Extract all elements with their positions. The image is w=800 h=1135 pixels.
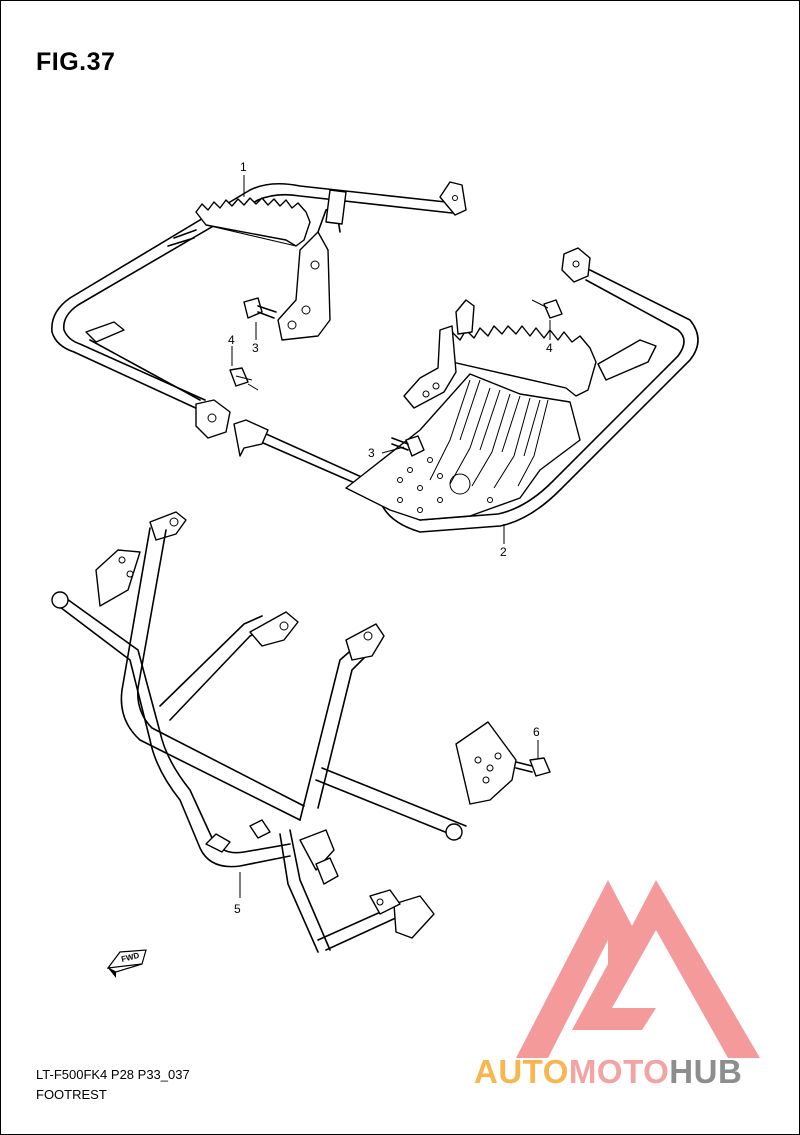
- callout-6: 6: [533, 725, 540, 739]
- callout-2: 2: [500, 545, 507, 559]
- callout-4-left: 4: [228, 333, 235, 347]
- callout-3-upper: 3: [252, 341, 259, 355]
- callout-5: 5: [234, 902, 241, 916]
- fwd-arrow-icon: FWD: [106, 949, 147, 978]
- watermark-part-moto: MOTO: [568, 1053, 670, 1090]
- bolt-3-upper: [243, 297, 277, 340]
- callout-1: 1: [240, 160, 247, 174]
- figure-title: FIG.37: [36, 48, 116, 76]
- automotohub-watermark: AUTOMOTOHUB: [474, 1053, 742, 1091]
- watermark-part-hub: HUB: [669, 1053, 743, 1090]
- callout-4-right: 4: [546, 341, 553, 355]
- fwd-label: FWD: [120, 951, 140, 964]
- footrest-frame-left: [51, 175, 467, 439]
- callout-3-lower: 3: [368, 446, 375, 460]
- bolt-3-lower: [381, 435, 425, 457]
- watermark-part-auto: AUTO: [474, 1053, 569, 1090]
- bolt-4-left: [229, 346, 259, 391]
- bolt-4-right: [531, 299, 563, 340]
- bolt-6: [515, 740, 551, 777]
- guard-frame: [51, 511, 517, 953]
- figure-code: LT-F500FK4 P28 P33_037: [36, 1067, 190, 1082]
- footrest-frame-right: [233, 247, 699, 544]
- figure-caption: FOOTREST: [36, 1087, 107, 1102]
- automotohub-logo-icon: [516, 880, 760, 1058]
